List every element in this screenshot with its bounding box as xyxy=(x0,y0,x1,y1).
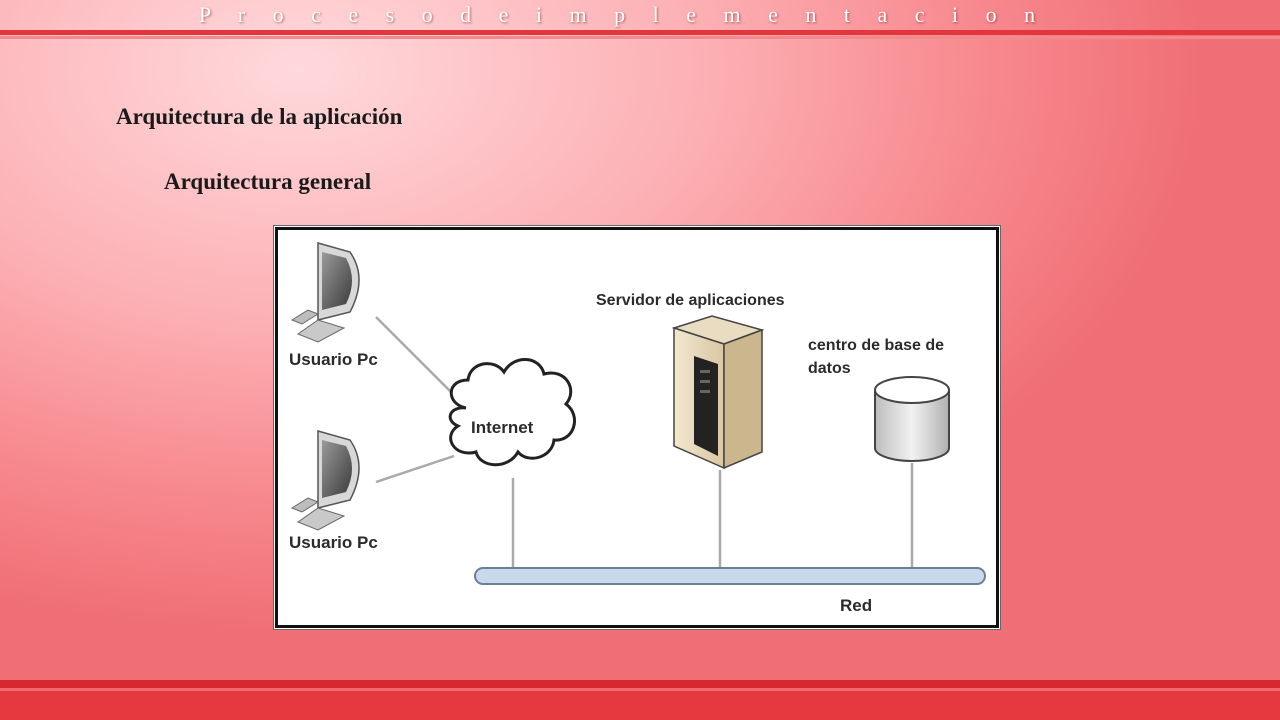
pc2-label: Usuario Pc xyxy=(289,533,378,552)
desktop-computer-icon xyxy=(290,242,360,343)
server-label: Servidor de aplicaciones xyxy=(596,292,785,309)
database-cylinder-icon xyxy=(874,376,950,462)
db-label-line2: datos xyxy=(808,360,851,377)
desktop-computer-icon xyxy=(290,430,360,531)
cloud-icon xyxy=(448,358,576,467)
section-subheading: Arquitectura general xyxy=(164,169,372,194)
server-tower-icon xyxy=(671,315,765,470)
architecture-diagram: Usuario Pc Usuario Pc Internet Servidor … xyxy=(275,227,999,628)
internet-label: Internet xyxy=(471,418,534,437)
link-pc1-internet xyxy=(375,316,455,396)
network-bus xyxy=(474,567,986,585)
section-heading: Arquitectura de la aplicación xyxy=(116,104,403,129)
bottom-bar xyxy=(0,680,1280,720)
network-label: Red xyxy=(840,596,872,615)
slide-title: P r o c e s o d e i m p l e m e n t a c … xyxy=(198,2,1047,27)
diagram-canvas: Usuario Pc Usuario Pc Internet Servidor … xyxy=(289,242,986,615)
pc1-label: Usuario Pc xyxy=(289,350,378,369)
connector-lines xyxy=(375,316,914,568)
db-label-line1: centro de base de xyxy=(808,337,944,354)
link-pc2-internet xyxy=(375,454,455,484)
top-rule xyxy=(0,30,1280,40)
